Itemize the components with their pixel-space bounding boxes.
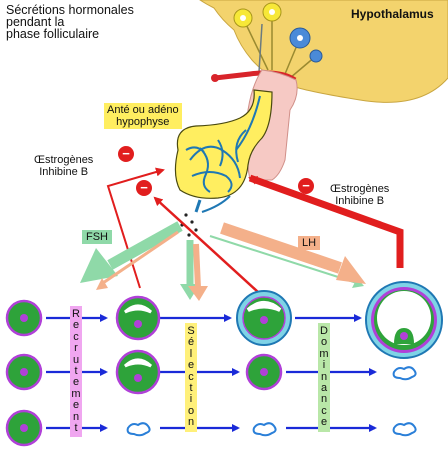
stage-letter: a	[320, 382, 328, 395]
stage-letter: é	[187, 336, 195, 349]
feedback-label-left: Œstrogènes Inhibine B	[34, 154, 94, 179]
lh-label: LH	[298, 236, 321, 250]
diagram-title: Sécrétions hormonales pendant la phase f…	[6, 3, 134, 41]
adeno-hypophyse-label: Anté ou adéno hypophyse	[104, 103, 182, 130]
stage-letter: n	[320, 370, 328, 383]
stage-letter: c	[188, 370, 194, 383]
follicle-arrows	[46, 314, 377, 432]
stage-letter: i	[322, 359, 326, 372]
stage-letter: e	[187, 359, 195, 372]
follicle-primary	[5, 299, 43, 447]
stage-letter: n	[72, 410, 80, 423]
stage-letter: m	[319, 347, 329, 360]
follicle-antral	[115, 295, 161, 437]
stage-letter: u	[72, 353, 80, 366]
follicle-selected	[236, 290, 292, 437]
anterior-pituitary	[174, 89, 273, 199]
minus-badge-right: −	[302, 178, 310, 193]
stage-letter: S	[187, 325, 195, 337]
stage-letter: t	[189, 382, 193, 395]
fsh-label: FSH	[82, 230, 112, 244]
stage-letter: e	[72, 399, 80, 412]
title-line: pendant la	[6, 15, 65, 29]
secretion-dots	[180, 213, 198, 237]
hypothalamus-label: Hypothalamus	[348, 7, 437, 23]
stage-letter: l	[189, 347, 193, 360]
stage-letter: D	[320, 325, 328, 337]
feedback-selection	[153, 196, 259, 293]
stage-letter: c	[73, 330, 79, 343]
stage-letter: e	[320, 416, 328, 429]
stage-letter: e	[72, 376, 80, 389]
neurons	[233, 2, 323, 106]
stage-letter: i	[189, 393, 193, 406]
stage-letter: n	[320, 393, 328, 406]
feedback-recrutement	[106, 167, 165, 289]
inhibition-badges: − − −	[118, 146, 314, 196]
minus-badge-center: −	[140, 180, 148, 195]
stage-letter: r	[74, 342, 78, 355]
stage-letter: o	[320, 336, 328, 349]
fsh-arrows	[80, 221, 364, 300]
feedback-label-right: Œstrogènes Inhibine B	[330, 183, 390, 208]
stage-letter: n	[187, 416, 195, 429]
portal-network	[185, 95, 261, 213]
stage-letter: R	[72, 308, 80, 320]
feedback-dominance	[248, 174, 404, 268]
stage-letter: c	[321, 404, 327, 417]
minus-badge-left: −	[122, 146, 130, 161]
stage-letter: t	[74, 422, 78, 435]
stage-letter: e	[72, 319, 80, 332]
title-line: Sécrétions hormonales	[6, 3, 134, 17]
lh-arrows	[96, 222, 366, 301]
stage-letter: m	[71, 387, 81, 400]
stage-letter: t	[74, 365, 78, 378]
title-line: phase folliculaire	[6, 27, 100, 41]
stage-letter: o	[187, 404, 195, 417]
follicle-dominant	[365, 281, 443, 437]
